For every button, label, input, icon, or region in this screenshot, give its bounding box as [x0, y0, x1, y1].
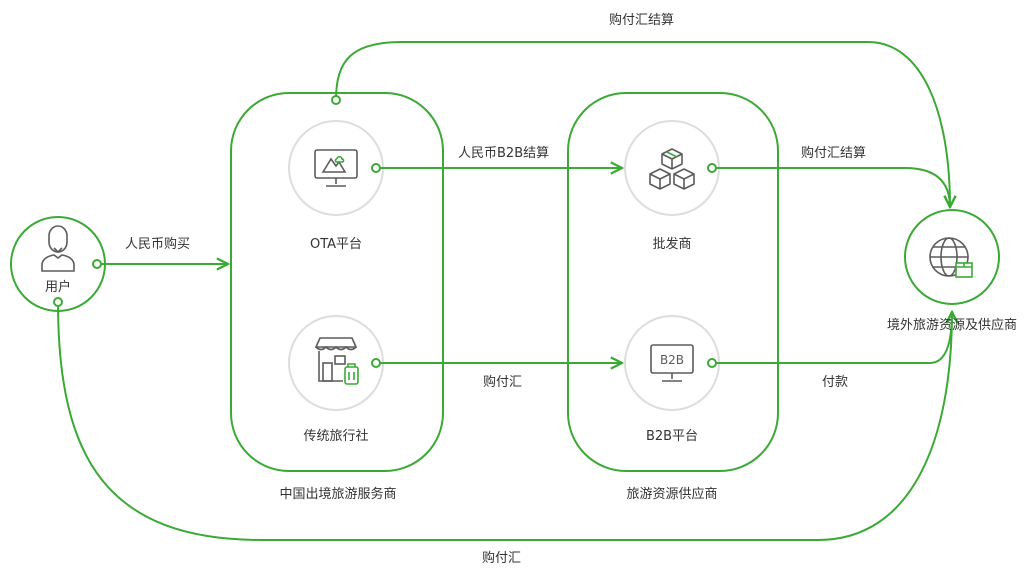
edge-ota-to-overseas-top	[335, 41, 950, 207]
port-user-right	[92, 259, 102, 269]
group-china-services-label: 中国出境旅游服务商	[279, 487, 397, 502]
port-wholesaler-right	[707, 163, 717, 173]
agency-label: 传统旅行社	[303, 429, 369, 444]
b2b-monitor-icon	[650, 344, 694, 382]
edge-label-user-to-services: 人民币购买	[125, 237, 191, 252]
edge-label-ota-to-wholesaler: 人民币B2B结算	[458, 146, 550, 161]
edge-user-to-overseas-bottom	[57, 301, 952, 541]
edge-wholesaler-to-overseas	[712, 167, 950, 207]
user-icon	[41, 225, 75, 272]
edge-label-agency-to-b2b: 购付汇	[483, 375, 523, 390]
b2b-label: B2B平台	[645, 429, 699, 444]
storefront-luggage-icon	[314, 337, 359, 385]
group-suppliers-box	[567, 92, 779, 472]
user-node[interactable]	[10, 216, 106, 312]
ota-node[interactable]	[288, 120, 384, 216]
port-b2b-right	[707, 358, 717, 368]
ota-label: OTA平台	[309, 237, 363, 252]
b2b-icon-text: B2B	[660, 353, 684, 367]
edge-label-wholesaler-to-overseas: 购付汇结算	[801, 146, 867, 161]
overseas-label: 境外旅游资源及供应商	[886, 318, 1018, 333]
group-suppliers-label: 旅游资源供应商	[626, 487, 718, 502]
port-agency-right	[371, 358, 381, 368]
port-ota-right	[371, 163, 381, 173]
edge-label-b2b-to-overseas: 付款	[822, 375, 849, 390]
stacked-boxes-icon	[649, 148, 695, 190]
wholesaler-label: 批发商	[652, 237, 692, 252]
edge-label-ota-to-overseas-top: 购付汇结算	[609, 13, 675, 28]
port-group-top	[331, 95, 341, 105]
user-label: 用户	[44, 280, 72, 295]
agency-node[interactable]	[288, 315, 384, 411]
port-user-bottom	[53, 297, 63, 307]
monitor-mountain-icon	[314, 149, 358, 187]
globe-package-icon	[929, 237, 973, 278]
edge-label-user-to-overseas-bottom: 购付汇	[482, 551, 522, 566]
